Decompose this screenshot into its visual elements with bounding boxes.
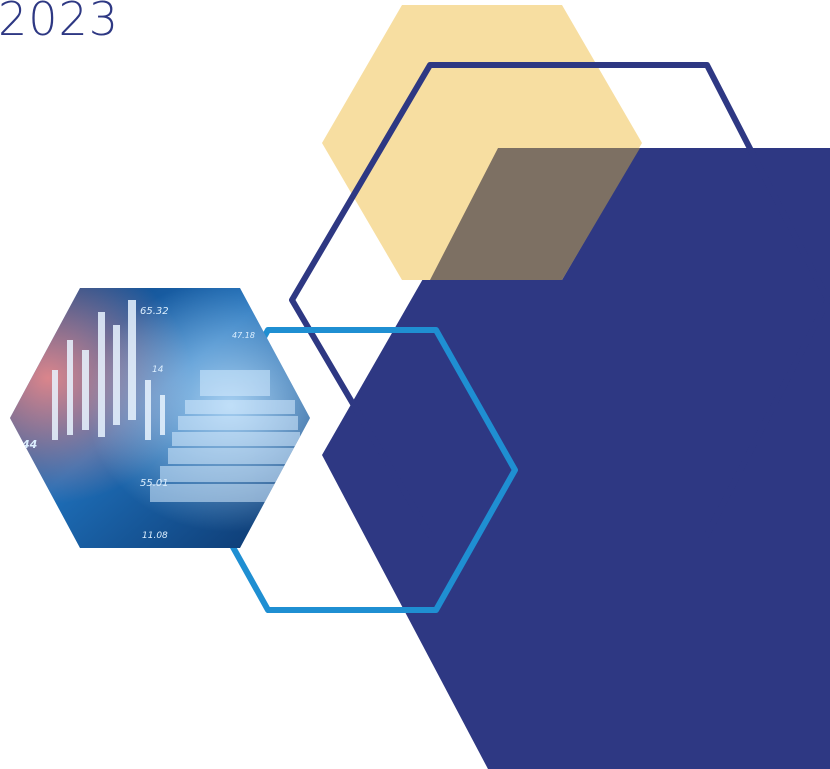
photo-tick-label: 55.01 <box>140 478 169 489</box>
cover-year: 2023 <box>0 0 120 46</box>
candlestick-bars <box>52 300 165 440</box>
finance-photo-hexagon: 65.32 14 47.18 55.01 44 11.08 <box>10 288 310 548</box>
photo-tick-label: 65.32 <box>140 306 169 317</box>
photo-tick-label: 11.08 <box>142 531 168 541</box>
gold-overlap-shape <box>430 148 640 280</box>
navy-outline-hexagon <box>289 62 830 538</box>
photo-tick-label: 14 <box>152 365 164 375</box>
photo-tick-label: 47.18 <box>232 331 255 340</box>
navy-hexagon-shape <box>322 148 830 769</box>
coin-stacks <box>150 370 310 502</box>
photo-tick-label: 44 <box>21 438 37 451</box>
